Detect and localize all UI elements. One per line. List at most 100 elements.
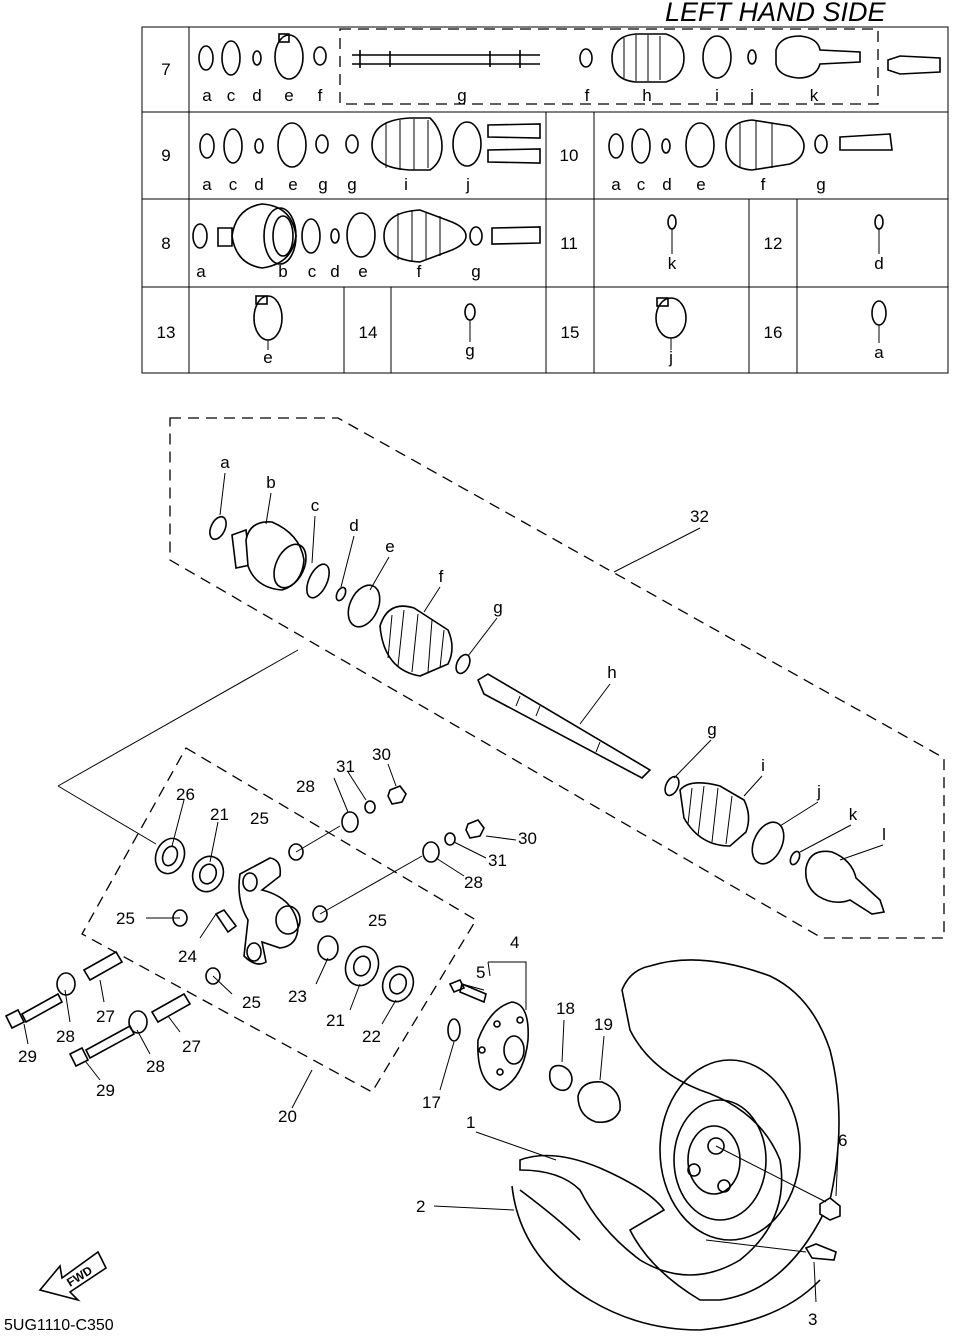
kit-letter: c: [229, 175, 238, 194]
kit-row-8-parts: a b c d e f g: [192, 203, 541, 281]
kit-letter: g: [471, 262, 480, 281]
knuckle-assembly: [4, 649, 517, 1109]
shaft-letter: i: [761, 756, 765, 775]
kit-letter: h: [642, 86, 651, 105]
part-number: 1: [466, 1113, 475, 1132]
shaft-letter: c: [311, 496, 320, 515]
shaft-letter: e: [385, 537, 394, 556]
part-number: 17: [422, 1093, 441, 1112]
kit-row-number: 13: [157, 323, 176, 342]
part-number: 19: [594, 1015, 613, 1034]
part-numbers: 1 2 3 4 5 6 17 18 19 20 21 21 22 23 24 2…: [18, 745, 847, 1329]
part-number: 30: [372, 745, 391, 764]
part-number: 30: [518, 829, 537, 848]
fwd-arrow: FWD: [38, 1250, 108, 1302]
page-title: LEFT HAND SIDE: [665, 0, 887, 27]
kit-letter: d: [254, 175, 263, 194]
shaft-letter: g: [707, 720, 716, 739]
shaft-letter: j: [816, 782, 821, 801]
shaft-letter: g: [493, 598, 502, 617]
shaft-letter: b: [266, 473, 275, 492]
kit-letter: g: [347, 175, 356, 194]
kit-letter: f: [417, 262, 422, 281]
part-number: 25: [242, 993, 261, 1012]
kit-row-number: 15: [561, 323, 580, 342]
kit-letter: k: [810, 86, 819, 105]
kit-row-9-parts: a c d e g g i j: [199, 117, 541, 194]
kit-letter: d: [874, 254, 883, 273]
kit-letter: a: [202, 86, 212, 105]
kit-letter: a: [611, 175, 621, 194]
hub-wheel-assembly: [433, 959, 841, 1331]
kit-letter: f: [318, 86, 323, 105]
kit-row-number: 12: [764, 234, 783, 253]
part-number: 28: [464, 873, 483, 892]
part-number: 23: [288, 987, 307, 1006]
kit-letter: a: [202, 175, 212, 194]
kit-letter: j: [668, 348, 673, 367]
kit-letter: a: [874, 343, 884, 362]
shaft-letter: f: [439, 567, 444, 586]
part-number: 5: [476, 963, 485, 982]
kit-letter: e: [696, 175, 705, 194]
kit-letter: b: [278, 262, 287, 281]
part-number: 25: [250, 809, 269, 828]
kit-row-number: 14: [359, 323, 378, 342]
kit-letter: f: [761, 175, 766, 194]
kit-letter: d: [662, 175, 671, 194]
kit-row-number: 8: [161, 234, 170, 253]
kit-row-number: 9: [161, 146, 170, 165]
kit-letter: g: [318, 175, 327, 194]
kit-letter: e: [284, 86, 293, 105]
reference-code: 5UG1110-C350: [4, 1317, 114, 1334]
part-number: 6: [838, 1131, 847, 1150]
kit-letter: i: [404, 175, 408, 194]
part-number: 2: [416, 1197, 425, 1216]
kit-letter: g: [457, 86, 466, 105]
part-number: 31: [488, 851, 507, 870]
kit-row-number: 11: [560, 234, 578, 253]
kit-letter: f: [585, 86, 590, 105]
kit-letter: j: [465, 175, 470, 194]
kit-letter: c: [637, 175, 646, 194]
kit-row-7-parts: a c d e f g f h i j k: [198, 33, 941, 105]
kit-row-number: 16: [764, 323, 783, 342]
part-number: 29: [96, 1081, 115, 1100]
drive-shaft-assembly: a b c d e f g h g i j k l 32: [169, 417, 945, 939]
part-number: 28: [56, 1027, 75, 1046]
kit-letter: e: [263, 348, 272, 367]
kit-letter: e: [288, 175, 297, 194]
part-number: 28: [296, 777, 315, 796]
kit-letter: a: [196, 262, 206, 281]
part-number: 18: [556, 999, 575, 1018]
kit-row-number: 7: [161, 60, 170, 79]
kit-letter: g: [465, 341, 474, 360]
part-number: 4: [510, 933, 519, 952]
shaft-letter: a: [220, 453, 230, 472]
part-number: 32: [690, 507, 709, 526]
shaft-letter: k: [849, 805, 858, 824]
part-number: 29: [18, 1047, 37, 1066]
kit-letter: d: [330, 262, 339, 281]
kit-letter: c: [227, 86, 236, 105]
part-number: 25: [368, 911, 387, 930]
part-number: 20: [278, 1107, 297, 1126]
part-number: 27: [96, 1007, 115, 1026]
part-number: 27: [182, 1037, 201, 1056]
part-number: 24: [178, 947, 197, 966]
kit-letter: j: [749, 86, 754, 105]
kit-letter: i: [715, 86, 719, 105]
kit-table: 7 9 10 8 11 12 13 14 15 16 a c d: [141, 26, 949, 374]
part-number: 21: [326, 1011, 345, 1030]
part-number: 22: [362, 1027, 381, 1046]
shaft-letter: l: [882, 825, 886, 844]
part-number: 26: [176, 785, 195, 804]
kit-row-number: 10: [560, 146, 579, 165]
shaft-letter: d: [349, 516, 358, 535]
part-number: 25: [116, 909, 135, 928]
part-number: 28: [146, 1057, 165, 1076]
kit-row-10-parts: a c d e f g: [608, 119, 893, 194]
kit-letter: g: [816, 175, 825, 194]
kit-letter: c: [308, 262, 317, 281]
